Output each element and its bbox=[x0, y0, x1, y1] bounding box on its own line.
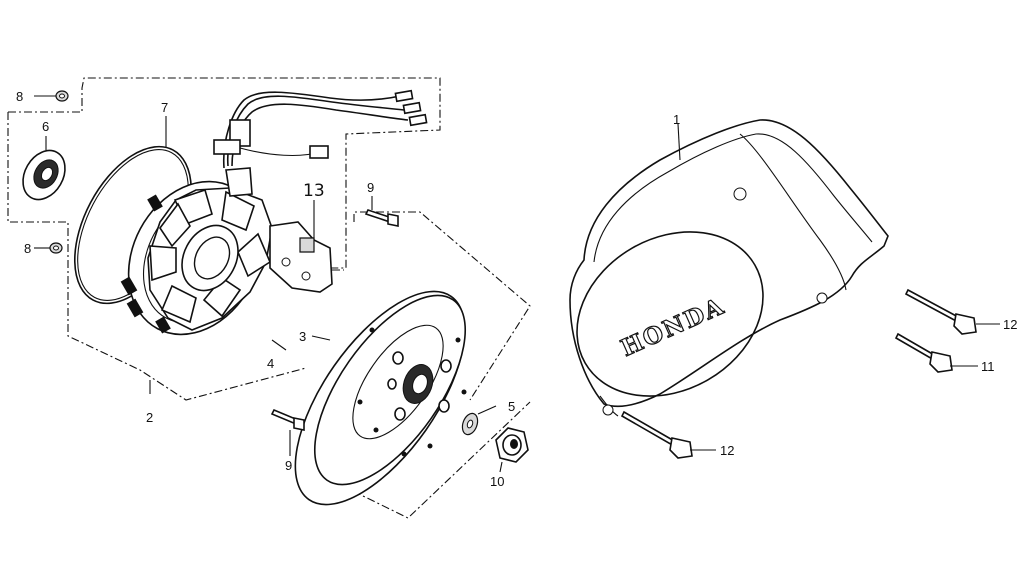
flywheel-rotor-part-3 bbox=[294, 290, 467, 506]
left-crankcase-cover-part-1: HONDA bbox=[569, 119, 889, 417]
callout-2: 2 bbox=[146, 410, 153, 425]
flange-nut-part-10 bbox=[495, 427, 529, 463]
callout-4: 4 bbox=[267, 356, 274, 371]
callout-9-bottom: 9 bbox=[285, 458, 292, 473]
washer-part-5 bbox=[461, 412, 479, 436]
callout-6: 6 bbox=[42, 119, 49, 134]
bolt-part-11 bbox=[894, 332, 953, 373]
leader-lines bbox=[34, 95, 1000, 473]
wiring-harness bbox=[213, 89, 428, 197]
callout-3: 3 bbox=[299, 329, 306, 344]
callout-8-top: 8 bbox=[16, 89, 23, 104]
bolt-part-9-lower bbox=[270, 408, 305, 431]
callout-11: 11 bbox=[981, 359, 995, 374]
nut-part-8-bottom bbox=[49, 242, 63, 254]
oil-seal-part-6 bbox=[22, 149, 66, 201]
callout-9-top: 9 bbox=[367, 180, 374, 195]
bolt-part-12-lower bbox=[620, 410, 693, 459]
stator-coil-part-4 bbox=[147, 187, 273, 331]
bolt-part-9-upper bbox=[364, 209, 399, 227]
callout-12-lower: 12 bbox=[720, 443, 734, 458]
callout-7: 7 bbox=[161, 100, 168, 115]
pulse-generator-part-13 bbox=[269, 221, 333, 293]
callout-10: 10 bbox=[490, 474, 504, 489]
nut-part-8-top bbox=[55, 90, 69, 102]
callout-12-upper: 12 bbox=[1003, 317, 1017, 332]
callout-13: 13 bbox=[303, 181, 325, 201]
callout-labels: 8 6 8 7 13 9 4 3 2 5 10 9 1 12 11 12 bbox=[16, 89, 1017, 489]
bolt-part-12-upper bbox=[904, 288, 977, 335]
callout-1: 1 bbox=[673, 112, 680, 127]
callout-8-bottom: 8 bbox=[24, 241, 31, 256]
callout-5: 5 bbox=[508, 399, 515, 414]
